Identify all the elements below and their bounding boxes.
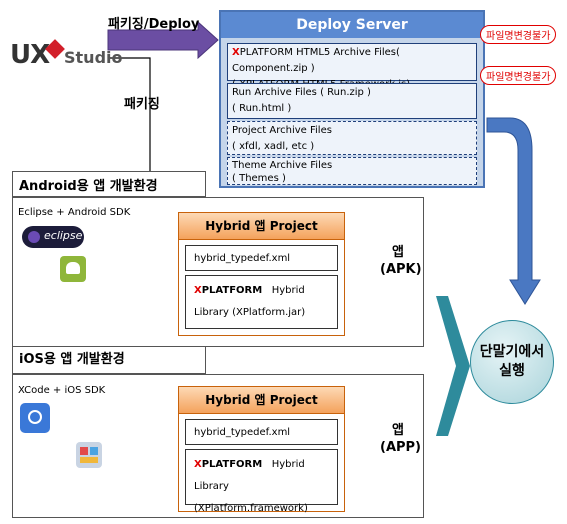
deploy-arrow xyxy=(107,20,219,60)
server-item-theme: Theme Archive Files ( Themes ) xyxy=(227,157,477,185)
android-project-box: Hybrid 앱 Project hybrid_typedef.xml XPLA… xyxy=(178,212,345,336)
logo-studio-text: Studio xyxy=(64,48,123,67)
filename-callout-2: 파일명변경불가 xyxy=(480,66,557,85)
packaging-label: 패키징 xyxy=(124,97,160,112)
xcode-icon xyxy=(20,403,50,433)
deploy-server-panel: Deploy Server XPLATFORM HTML5 Archive Fi… xyxy=(219,10,485,188)
android-sdk-label: Eclipse + Android SDK xyxy=(18,207,131,218)
android-icon xyxy=(60,256,86,282)
ios-result: 앱 (APP) xyxy=(380,423,421,455)
ios-project-box: Hybrid 앱 Project hybrid_typedef.xml XPLA… xyxy=(178,386,345,514)
android-env-title: Android용 앱 개발환경 xyxy=(12,171,206,197)
ios-project-title: Hybrid 앱 Project xyxy=(179,387,344,414)
device-chevron xyxy=(436,296,470,436)
device-line1: 단말기에서 xyxy=(479,344,545,360)
eclipse-icon: eclipse xyxy=(22,226,84,248)
ios-library: XPLATFORM Hybrid Library (XPlatform.fram… xyxy=(185,449,338,514)
device-run-circle: 단말기에서 실행 xyxy=(470,320,554,404)
server-item-component: XPLATFORM HTML5 Archive Files( Component… xyxy=(227,43,477,90)
device-line2: 실행 xyxy=(499,363,525,379)
deploy-server-title: Deploy Server xyxy=(221,12,483,38)
filename-callout-1: 파일명변경불가 xyxy=(480,25,557,44)
android-project-title: Hybrid 앱 Project xyxy=(179,213,344,240)
ux-studio-logo: UX xyxy=(10,40,50,70)
android-library: XPLATFORM Hybrid Library (XPlatform.jar) xyxy=(185,275,338,329)
server-item-run: Run Archive Files ( Run.zip ) ( Run.html… xyxy=(227,83,477,119)
android-typedef: hybrid_typedef.xml xyxy=(185,245,338,271)
server-item-project: Project Archive Files ( xfdl, xadl, etc … xyxy=(227,121,477,155)
ios-env-title: iOS용 앱 개발환경 xyxy=(12,346,206,374)
blue-deploy-arrow xyxy=(486,117,541,305)
android-result: 앱 (APK) xyxy=(380,245,422,277)
ios-typedef: hybrid_typedef.xml xyxy=(185,419,338,445)
ios-sdk-icon xyxy=(76,442,102,468)
packaging-deploy-label: 패키징/Deploy xyxy=(108,17,200,32)
ios-sdk-label: XCode + iOS SDK xyxy=(18,385,106,396)
